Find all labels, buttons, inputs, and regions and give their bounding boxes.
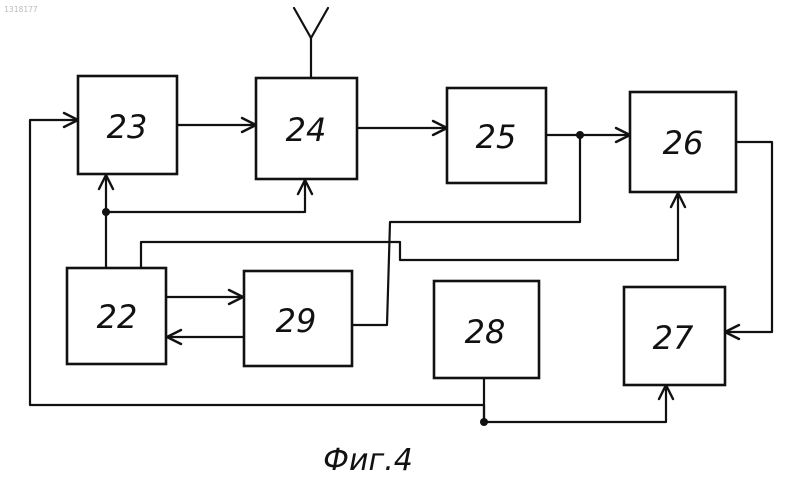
block-29: 29 [244,271,352,366]
wire-junction-to-24 [106,180,305,212]
block-25: 25 [447,88,546,183]
block-22: 22 [67,268,166,364]
junction-dot-bus [480,418,488,426]
block-23-label: 23 [107,108,148,146]
junction-dot-25-26 [576,131,584,139]
block-28: 28 [434,281,539,378]
block-27-label: 27 [653,319,694,357]
page-id-mark: 1318177 [4,5,38,14]
junction-dot-22-23-24 [102,208,110,216]
block-23: 23 [78,76,177,174]
block-27: 27 [624,287,725,385]
figure-caption: Фиг.4 [323,443,413,478]
block-28-label: 28 [465,313,506,351]
block-22-label: 22 [97,298,138,336]
block-25-label: 25 [476,118,517,156]
block-26: 26 [630,92,736,192]
block-26-label: 26 [663,124,704,162]
block-29-label: 29 [276,302,317,340]
wire-bus-to-27 [484,385,666,422]
block-24: 24 [256,78,357,179]
wire-22-to-26 [141,193,678,268]
antenna-icon [294,8,328,78]
block-24-label: 24 [286,111,327,149]
